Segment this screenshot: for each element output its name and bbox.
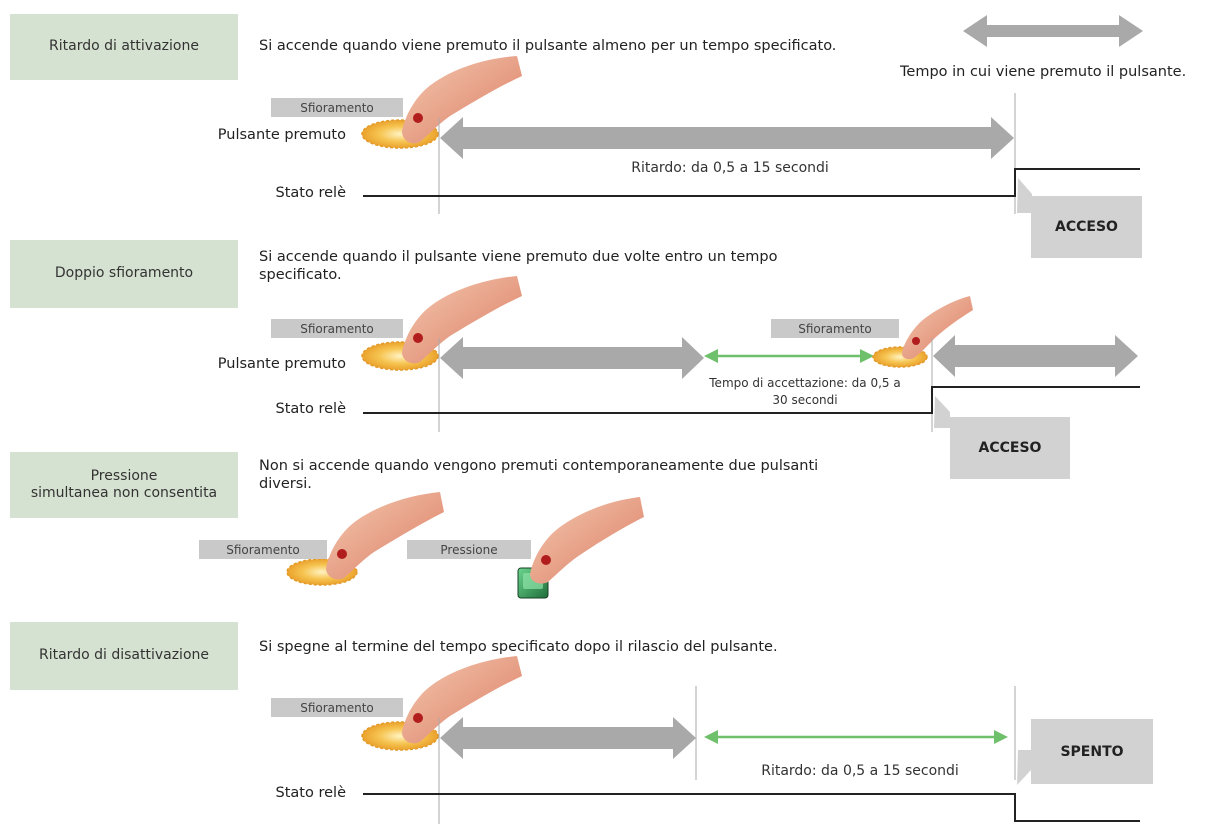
relay-row-label-4: Stato relè bbox=[275, 785, 346, 801]
touch-tag-1: Sfioramento bbox=[271, 98, 403, 117]
state-pointer-4 bbox=[1017, 750, 1031, 785]
relay-signal-2 bbox=[363, 386, 1140, 414]
touch-tag-2a: Sfioramento bbox=[271, 319, 403, 338]
state-box-off-4: SPENTO bbox=[1031, 719, 1153, 784]
state-box-on-1: ACCESO bbox=[1031, 196, 1142, 258]
mode-simultaneous-line2: simultanea non consentita bbox=[30, 485, 218, 501]
finger-icon-4 bbox=[402, 656, 522, 744]
delay-caption-1: Ritardo: da 0,5 a 15 secondi bbox=[631, 160, 829, 176]
touch-tag-2b: Sfioramento bbox=[771, 319, 899, 338]
finger-icon-2b bbox=[901, 296, 973, 360]
finger-icon-3a bbox=[326, 492, 444, 580]
state-pointer-2 bbox=[934, 396, 950, 428]
legend-text: Tempo in cui viene premuto il pulsante. bbox=[900, 64, 1187, 80]
button-row-label-1: Pulsante premuto bbox=[217, 127, 346, 143]
finger-icon-3b bbox=[530, 497, 644, 584]
legend-double-arrow bbox=[963, 15, 1143, 47]
delay-arrow-4 bbox=[704, 730, 1008, 744]
relay-signal-4 bbox=[363, 793, 1140, 822]
press-arrow-2b bbox=[933, 335, 1138, 377]
description-deactivation-delay: Si spegne al termine del tempo specifica… bbox=[259, 639, 778, 655]
description-simultaneous-line2: diversi. bbox=[259, 476, 312, 492]
description-double-touch-line1: Si accende quando il pulsante viene prem… bbox=[259, 249, 778, 265]
press-tag-3: Pressione bbox=[407, 540, 531, 559]
touch-tag-3: Sfioramento bbox=[199, 540, 327, 559]
accept-arrow-2 bbox=[704, 349, 874, 363]
description-activation-delay: Si accende quando viene premuto il pulsa… bbox=[259, 38, 837, 54]
description-double-touch-line2: specificato. bbox=[259, 267, 342, 283]
state-box-on-2: ACCESO bbox=[950, 417, 1070, 479]
description-simultaneous-line1: Non si accende quando vengono premuti co… bbox=[259, 458, 819, 474]
relay-row-label-2: Stato relè bbox=[275, 401, 346, 417]
mode-box-double-touch: Doppio sfioramento bbox=[10, 240, 238, 308]
relay-row-label-1: Stato relè bbox=[275, 185, 346, 201]
delay-caption-4: Ritardo: da 0,5 a 15 secondi bbox=[761, 763, 959, 779]
press-arrow-4 bbox=[440, 717, 696, 759]
mode-box-activation-delay: Ritardo di attivazione bbox=[10, 14, 238, 80]
mode-simultaneous-line1: Pressione bbox=[90, 467, 158, 484]
finger-icon-2a bbox=[402, 276, 522, 364]
relay-signal-1 bbox=[363, 168, 1140, 197]
mode-box-simultaneous: Pressione simultanea non consentita bbox=[10, 452, 238, 518]
press-arrow-2a bbox=[440, 337, 704, 379]
button-row-label-2: Pulsante premuto bbox=[217, 356, 346, 372]
finger-icon-1 bbox=[402, 56, 522, 144]
touch-tag-4: Sfioramento bbox=[271, 698, 403, 717]
mode-box-deactivation-delay: Ritardo di disattivazione bbox=[10, 622, 238, 690]
accept-caption-line1: Tempo di accettazione: da 0,5 a bbox=[709, 376, 901, 390]
state-pointer-1 bbox=[1017, 178, 1032, 213]
accept-caption-line2: 30 secondi bbox=[772, 393, 838, 407]
delay-arrow-1 bbox=[440, 117, 1014, 159]
